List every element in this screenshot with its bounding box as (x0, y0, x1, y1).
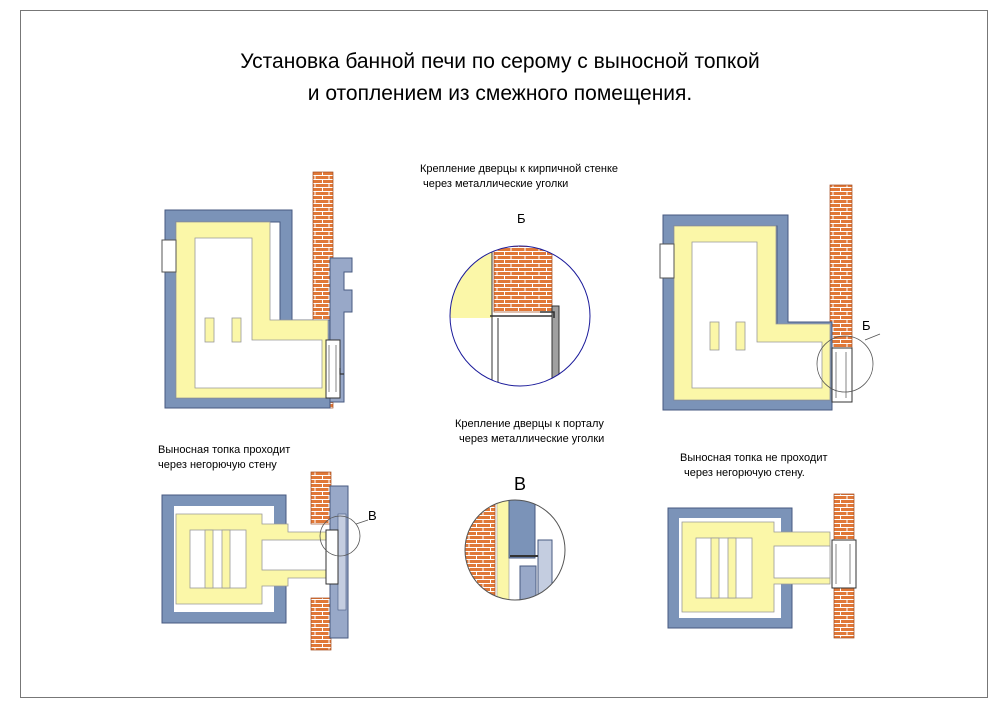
sheet-title-line-2: и отоплением из смежного помещения. (307, 82, 693, 105)
detail-circle-v (319, 515, 361, 557)
door-frame (551, 305, 560, 386)
stove-elevation-through-wall (161, 171, 353, 409)
firebox-door (831, 347, 853, 403)
stove-lining (175, 221, 329, 399)
brick-wall (310, 597, 332, 651)
stove-lining (673, 225, 831, 401)
detail-circle-b (816, 335, 874, 393)
brick-wall (493, 246, 553, 313)
portal (508, 500, 536, 559)
mounting-angle-icon (540, 311, 555, 318)
detail-label-v-top: В (514, 474, 527, 494)
grate-bar (204, 317, 215, 343)
detail-circle (449, 245, 591, 387)
grate-bar (735, 321, 746, 351)
detail-v (464, 499, 566, 601)
firebox-door (325, 339, 341, 399)
side-door (161, 239, 177, 273)
grate-bar (727, 537, 737, 599)
grate-bar (221, 529, 231, 589)
brick-wall (310, 471, 332, 525)
grate-bar (231, 317, 242, 343)
grate-bar (710, 537, 720, 599)
caption-not-passes-through-2: через негорючую стену. (684, 467, 805, 479)
caption-portal-mount-2: через металлические уголки (459, 433, 605, 445)
stove-plan-not-through-wall (667, 493, 857, 639)
firebox-door (325, 529, 339, 585)
grate-bar (204, 529, 214, 589)
caption-brick-wall-mount-1: Крепление дверцы к кирпичной стенке (420, 163, 618, 175)
door-frame (537, 539, 553, 600)
caption-not-passes-through-1: Выносная топка не проходит (680, 452, 828, 464)
detail-label-b-top: Б (517, 211, 526, 226)
detail-circle (464, 499, 566, 601)
detail-label-v-side: В (368, 508, 377, 523)
stove-plan-through-wall (161, 471, 369, 651)
side-door (659, 243, 675, 279)
detail-b (449, 245, 591, 387)
grate-bar (709, 321, 720, 351)
detail-label-b-side: Б (862, 318, 871, 333)
caption-passes-through-1: Выносная топка проходит (158, 444, 291, 456)
sheet-title-line-1: Установка банной печи по серому с выносн… (240, 50, 760, 73)
caption-brick-wall-mount-2: через металлические уголки (423, 178, 569, 190)
sheet-frame (20, 10, 988, 698)
caption-portal-mount-1: Крепление дверцы к порталу (455, 418, 604, 430)
stove-elevation-not-through-wall (659, 184, 881, 411)
caption-passes-through-2: через негорючую стену (158, 459, 277, 471)
door-handle-icon (339, 368, 344, 375)
